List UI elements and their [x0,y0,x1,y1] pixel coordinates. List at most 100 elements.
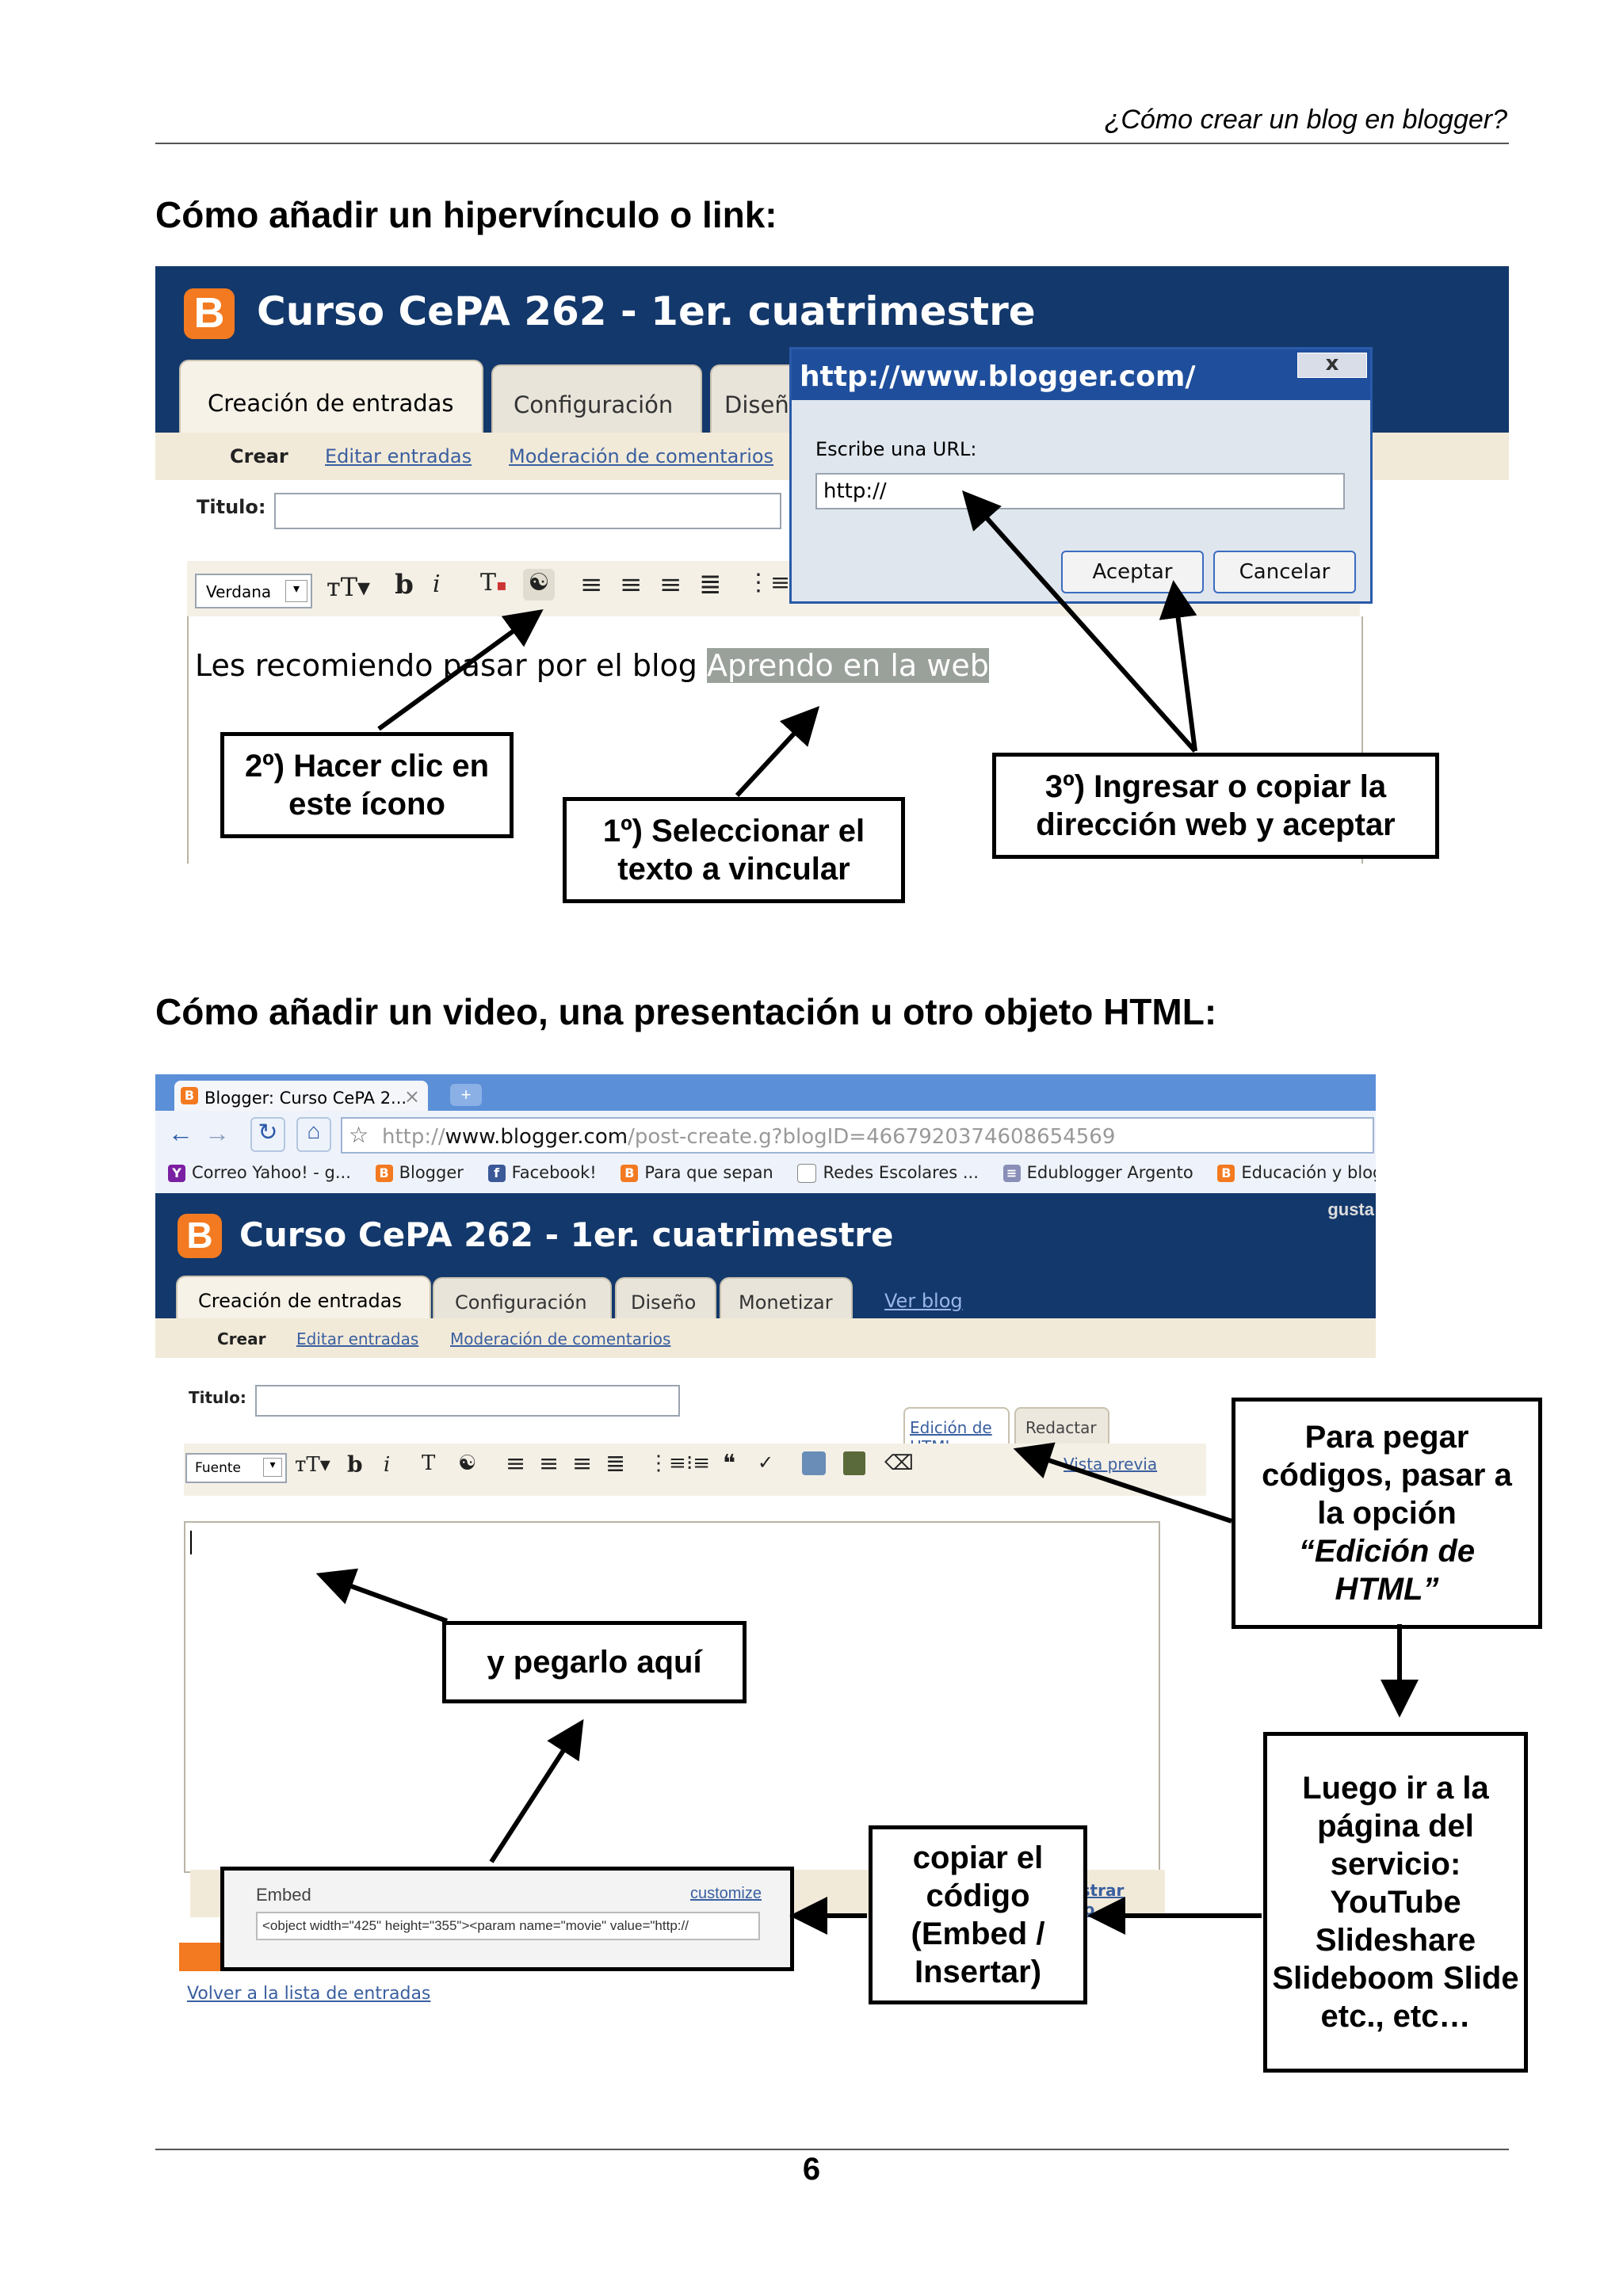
edublogger-icon: ≡ [1002,1165,1021,1182]
tab-monetizar[interactable]: Monetizar [720,1277,853,1320]
title-input-2[interactable] [255,1385,680,1417]
callout-copy-code: copiar el código (Embed / Insertar) [869,1825,1087,2004]
address-bar[interactable]: ☆ http://www.blogger.com/post-create.g?b… [341,1117,1374,1154]
callout-then-go: Luego ir a la página del servicio: YouTu… [1263,1732,1528,2073]
blogger-icon: B [621,1165,639,1182]
subtab-moderacion[interactable]: Moderación de comentarios [509,445,774,467]
numbered-list-icon[interactable]: ⋮≡ [648,1451,686,1475]
view-blog-link[interactable]: Ver blog [884,1290,963,1312]
browser-tabbar: B Blogger: Curso CePA 2... × + [155,1074,1376,1111]
link-icon[interactable]: ☯ [458,1451,477,1475]
customize-link[interactable]: customize [689,1885,762,1902]
align-right-icon[interactable]: ≡ [572,1450,593,1478]
text-cursor [190,1531,192,1554]
callout-step1: 1º) Seleccionar el texto a vincular [563,797,905,903]
section2-title: Cómo añadir un video, una presentación u… [155,991,1217,1032]
tab-configuracion-2[interactable]: Configuración [433,1277,612,1320]
tab-close-icon[interactable]: × [403,1085,420,1108]
tab-creacion-2[interactable]: Creación de entradas [176,1276,431,1320]
cancel-button[interactable]: Cancelar [1213,551,1356,593]
star-icon: ☆ [349,1122,369,1148]
subtab-editar[interactable]: Editar entradas [325,445,472,467]
spellcheck-icon[interactable]: ✓ [758,1451,774,1474]
video-icon[interactable] [843,1451,865,1475]
bold-icon[interactable]: b [347,1451,363,1478]
running-header: ¿Cómo crear un blog en blogger? [1104,105,1507,135]
dialog-titlebar: http://www.blogger.com/ x [792,349,1370,400]
text-size-icon[interactable]: тT▾ [295,1453,330,1477]
callout-paste-codes: Para pegar códigos, pasar a la opción “E… [1232,1398,1542,1629]
arrow-step2 [377,608,544,731]
italic-icon[interactable]: i [433,570,441,598]
home-icon[interactable]: ⌂ [296,1117,331,1152]
embed-code-field[interactable]: <object width="425" height="355"><param … [256,1912,760,1940]
quote-icon[interactable]: ❝ [723,1450,736,1478]
align-right-icon[interactable]: ≡ [659,569,682,601]
align-center-icon[interactable]: ≡ [539,1450,559,1478]
browser-toolbar: ← → ↻ ⌂ ☆ http://www.blogger.com/post-cr… [155,1111,1376,1193]
embed-label: Embed [256,1885,311,1905]
font-select-2[interactable]: Fuente ▾ [185,1453,287,1483]
blogger-logo-icon: B [184,288,235,339]
align-left-icon[interactable]: ≡ [580,569,603,601]
arrow-paste-here [315,1568,449,1623]
justify-icon[interactable]: ≣ [699,569,722,601]
url-input[interactable]: http:// [815,473,1345,509]
blog-title: Curso CePA 262 - 1er. cuatrimestre [257,288,1036,334]
new-tab-icon[interactable]: + [450,1084,482,1106]
bookmark-redes[interactable]: Redes Escolares ... [797,1163,979,1183]
image-icon[interactable] [802,1451,826,1475]
title-input[interactable] [274,493,781,529]
tab-configuracion[interactable]: Configuración [491,364,702,434]
bookmark-edublogger[interactable]: ≡Edublogger Argento [1002,1163,1193,1182]
text-color-icon[interactable]: T▪ [480,569,507,597]
arrow-step3-input [962,490,1197,753]
page-number: 6 [802,2152,821,2187]
italic-icon[interactable]: i [384,1453,391,1477]
link-icon[interactable]: ☯ [523,569,555,601]
align-left-icon[interactable]: ≡ [506,1450,526,1478]
title-label-2: Titulo: [189,1388,246,1407]
numbered-list-icon[interactable]: ⋮≡ [747,569,791,597]
blogger-icon: B [1217,1165,1235,1182]
subtab-crear[interactable]: Crear [230,445,288,467]
header-rule [155,143,1509,144]
reload-icon[interactable]: ↻ [250,1117,285,1152]
blogger-icon: B [375,1165,393,1182]
subtab-crear-2[interactable]: Crear [217,1329,266,1348]
text-size-icon[interactable]: тT▾ [327,572,371,602]
close-icon[interactable]: x [1297,353,1367,378]
back-to-list-link[interactable]: Volver a la lista de entradas [187,1984,431,2004]
callout-paste-here: y pegarlo aquí [442,1621,747,1703]
back-icon[interactable]: ← [168,1119,193,1147]
font-select[interactable]: Verdana ▾ [195,574,312,608]
screenshot-hyperlink: B Curso CePA 262 - 1er. cuatrimestre Cre… [155,266,1509,864]
align-center-icon[interactable]: ≡ [620,569,643,601]
selected-text: Aprendo en la web [706,648,989,683]
callout-step3: 3º) Ingresar o copiar la dirección web y… [992,753,1439,859]
subtab-moderacion-2[interactable]: Moderación de comentarios [450,1329,671,1348]
eraser-icon[interactable]: ⌫ [884,1451,914,1475]
tab-diseno-2[interactable]: Diseño [615,1277,716,1320]
blogger-favicon-icon: B [181,1087,198,1104]
url-prompt: Escribe una URL: [815,438,977,460]
blogger-logo-icon: B [178,1214,222,1258]
tab-redactar[interactable]: Redactar [1014,1407,1109,1445]
arrow-step3-accept [1159,580,1197,752]
bullet-list-icon[interactable]: ⁝≡ [686,1451,711,1475]
forward-icon[interactable]: → [204,1119,230,1147]
bold-icon[interactable]: b [395,569,414,601]
justify-icon[interactable]: ≣ [605,1450,626,1478]
subtabs-bar-2: Crear Editar entradas Moderación de come… [155,1318,1376,1358]
text-color-icon[interactable]: T [422,1451,436,1475]
footer-rule [155,2149,1509,2150]
browser-tab[interactable]: B Blogger: Curso CePA 2... × [174,1081,428,1111]
subtab-editar-2[interactable]: Editar entradas [296,1329,419,1348]
tab-creacion[interactable]: Creación de entradas [179,360,483,434]
editor-text: Les recomiendo pasar por el blog Aprendo… [195,648,989,683]
